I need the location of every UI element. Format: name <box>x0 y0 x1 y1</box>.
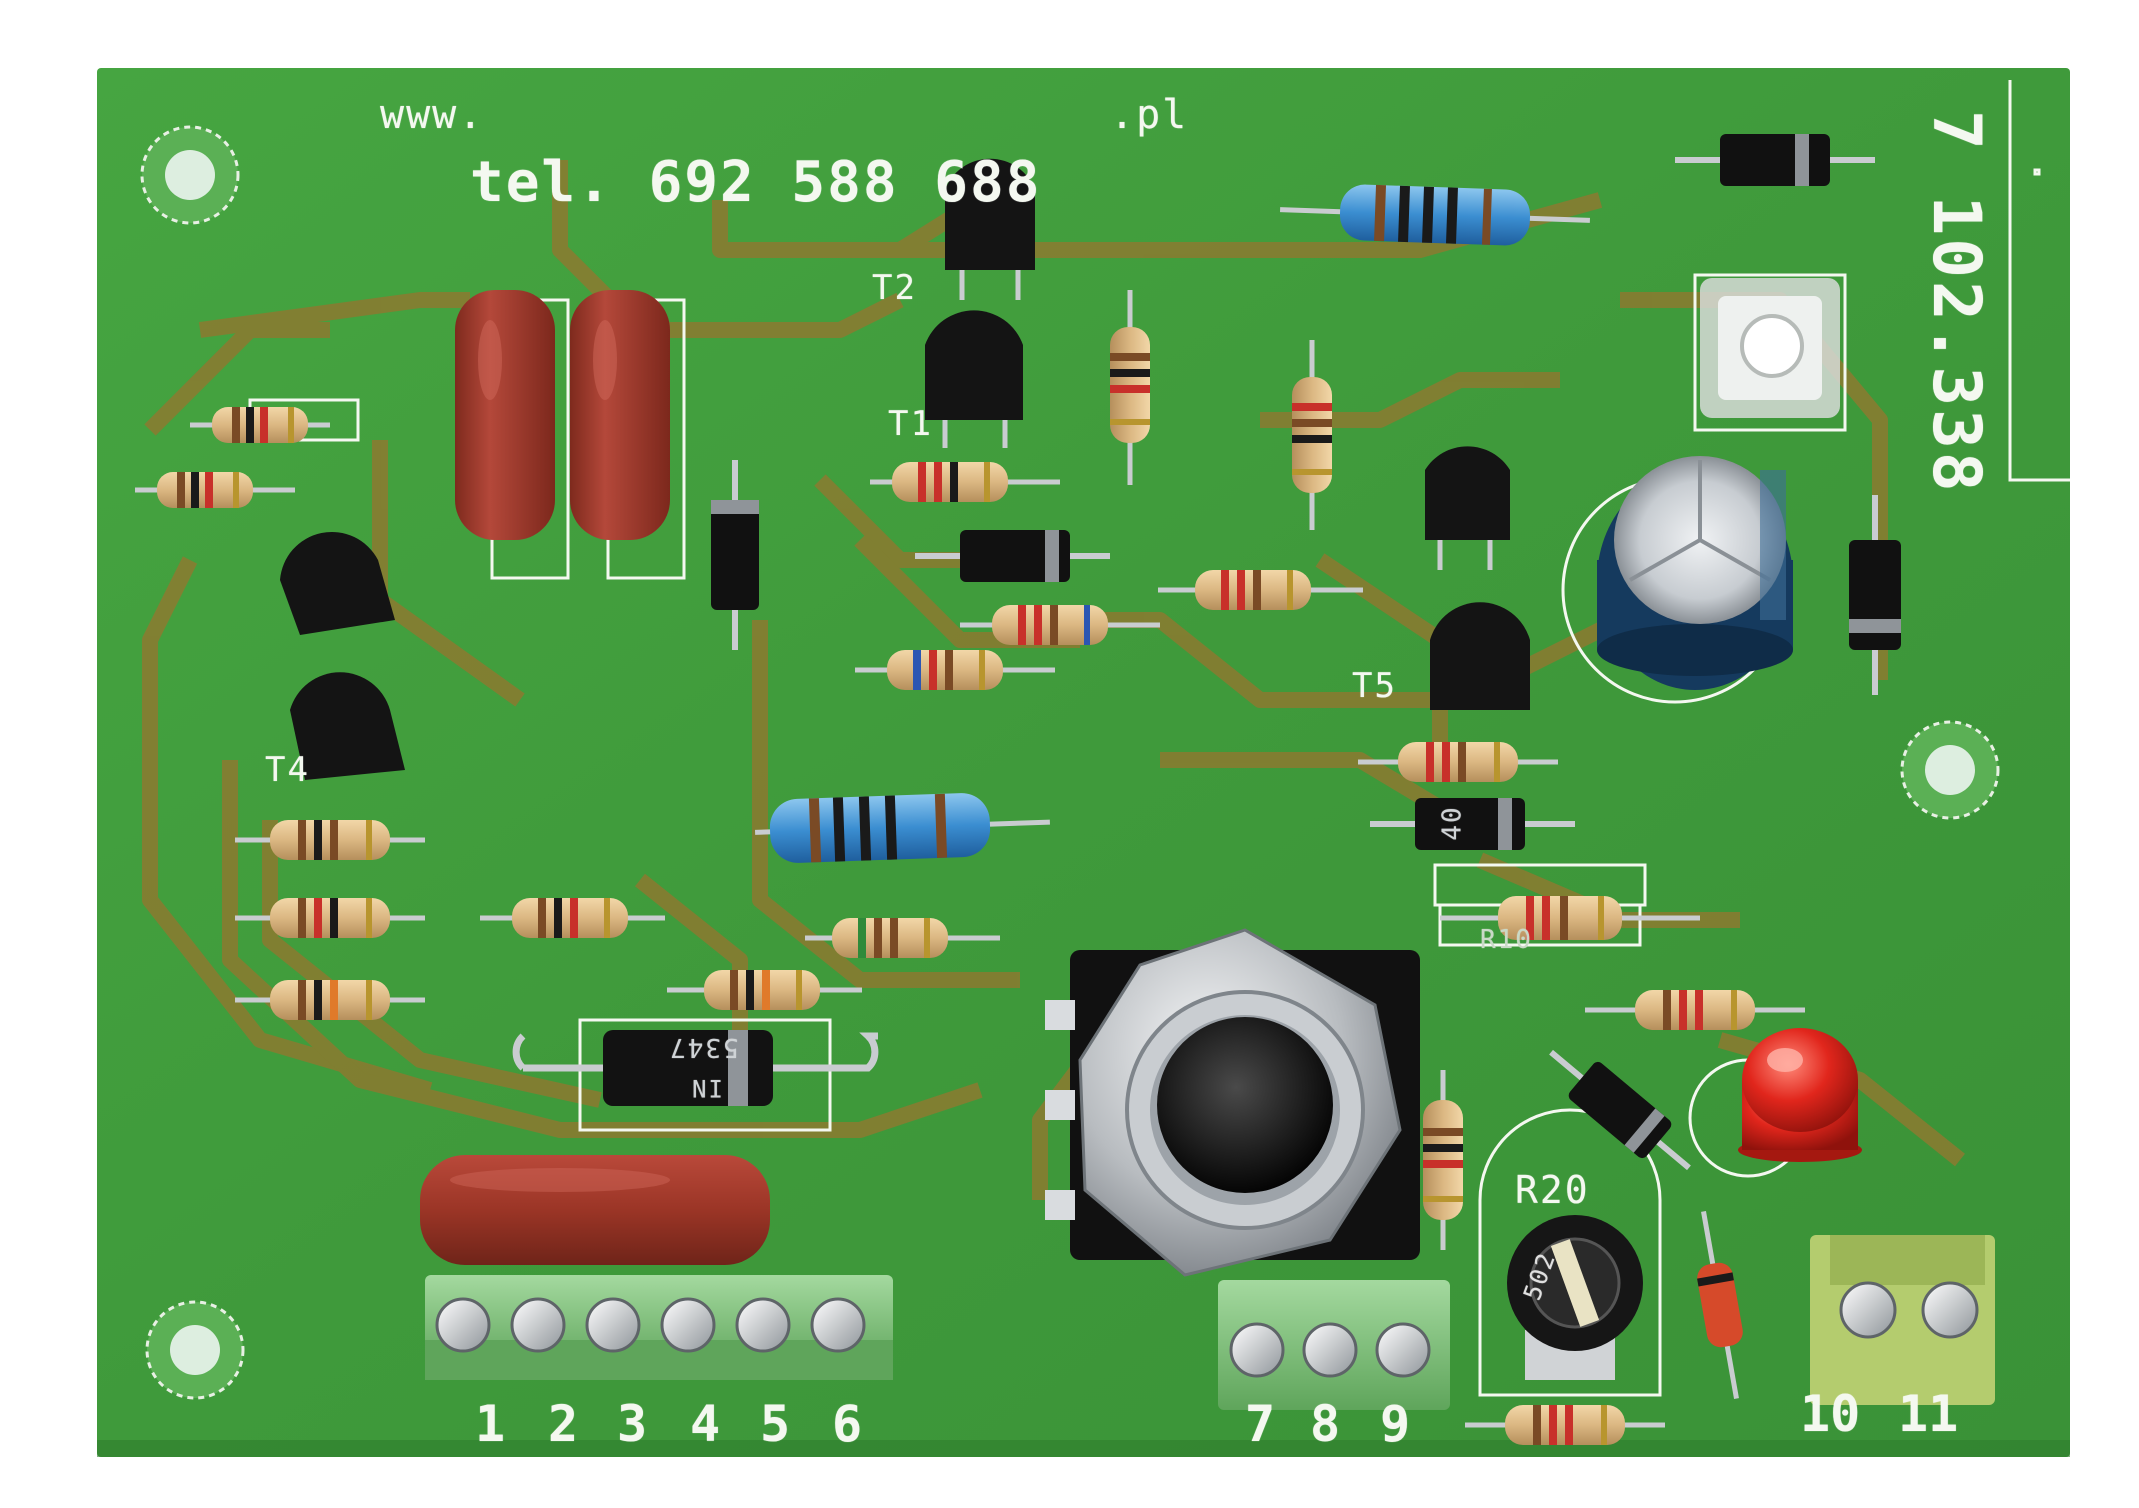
trimmer-r20[interactable] <box>1507 1215 1643 1380</box>
diode <box>1370 798 1575 850</box>
terminal-label-8: 8 <box>1310 1395 1343 1453</box>
transistor-t2 <box>945 158 1035 270</box>
resistor <box>855 650 1055 690</box>
pcb-shadow <box>97 1440 2070 1457</box>
resistor <box>1585 990 1805 1030</box>
terminal-label-3: 3 <box>617 1395 650 1453</box>
resistor <box>1440 896 1700 940</box>
resistor <box>805 918 1000 958</box>
resistor <box>667 970 862 1010</box>
mounting-hole-top-left <box>140 125 240 225</box>
designator-t2: T2 <box>872 268 917 308</box>
phone-number: tel. 692 588 688 <box>470 150 1042 215</box>
transistor-center <box>1425 446 1510 540</box>
designator-r10: R10 <box>1480 925 1533 955</box>
terminal-block-10-11 <box>1810 1235 1995 1405</box>
film-capacitor-3 <box>420 1155 770 1265</box>
resistor <box>1110 290 1150 485</box>
designator-r20: R20 <box>1515 1168 1590 1212</box>
terminal-label-11: 11 <box>1898 1385 1959 1443</box>
terminal-label-1: 1 <box>475 1395 508 1453</box>
diode-marking-5347: 5347 <box>668 1032 739 1062</box>
transistor-t1 <box>925 310 1023 420</box>
resistors <box>135 290 1805 1445</box>
diode <box>1849 495 1901 695</box>
resistor <box>135 472 295 508</box>
electrolytic-capacitor <box>1597 456 1793 690</box>
transistor-t5 <box>1430 602 1530 710</box>
terminal-label-2: 2 <box>548 1395 581 1453</box>
terminal-block-7-9 <box>1218 1280 1450 1410</box>
silkscreen-frame <box>2008 80 2070 482</box>
designator-t5: T5 <box>1352 666 1397 706</box>
resistor <box>1158 570 1363 610</box>
diode <box>915 530 1110 582</box>
red-led <box>1738 1028 1862 1162</box>
diode <box>711 460 759 650</box>
resistor <box>235 898 425 938</box>
blue-resistor-top <box>1280 184 1590 246</box>
resistor <box>1292 340 1332 530</box>
resistor <box>960 605 1160 645</box>
film-capacitor-1 <box>455 290 555 540</box>
terminal-label-9: 9 <box>1380 1395 1413 1453</box>
terminal-label-6: 6 <box>832 1395 865 1453</box>
designator-t1: T1 <box>888 404 933 444</box>
potentiometer-knob[interactable] <box>1157 1017 1333 1193</box>
diode <box>1675 134 1875 186</box>
terminal-block-1-6 <box>425 1275 893 1380</box>
transistor-legs <box>942 270 1493 570</box>
resistor <box>1423 1070 1463 1250</box>
diode-1n5347 <box>512 1030 879 1106</box>
diode-marking-40: 40 <box>1437 805 1468 841</box>
website-suffix: .pl <box>1110 92 1189 138</box>
transistor-t4 <box>290 672 405 780</box>
resistor <box>870 462 1060 502</box>
diode <box>1549 1049 1691 1171</box>
terminal-label-5: 5 <box>760 1395 793 1453</box>
website-prefix: www. <box>380 92 485 138</box>
mounting-hole-bottom-left <box>145 1300 245 1400</box>
diode-marking-1n: IN <box>690 1074 723 1102</box>
terminal-screws <box>435 1297 866 1353</box>
light-sensor <box>1700 278 1840 418</box>
blue-resistor-middle <box>754 793 1050 863</box>
terminal-label-7: 7 <box>1245 1395 1278 1453</box>
resistor <box>1358 742 1558 782</box>
terminal-label-10: 10 <box>1800 1385 1861 1443</box>
film-capacitor-2 <box>570 290 670 540</box>
transistor-t3 <box>280 531 395 635</box>
zener-diode <box>1697 1211 1743 1399</box>
resistor <box>1465 1405 1665 1445</box>
potentiometer[interactable] <box>1045 928 1420 1277</box>
transistors <box>280 158 1530 780</box>
board-code: 7 102.338 <box>1918 110 1995 495</box>
designator-t4: T4 <box>265 750 310 790</box>
resistor <box>480 898 665 938</box>
mounting-hole-right <box>1900 720 2000 820</box>
terminal-label-4: 4 <box>690 1395 723 1453</box>
diodes <box>512 134 1901 1399</box>
resistor <box>235 820 425 860</box>
resistor <box>235 980 425 1020</box>
resistor <box>190 407 330 443</box>
